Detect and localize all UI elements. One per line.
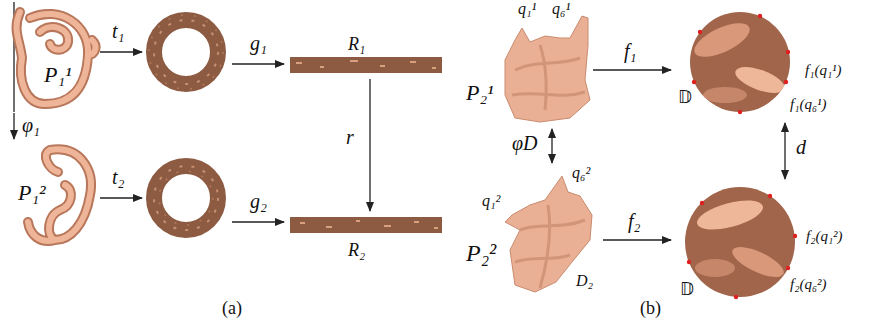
band-fill <box>290 217 442 233</box>
figure-node: 𝔻f₁(q₁¹) f₁(q₆¹) <box>672 0 872 122</box>
boundary-point <box>758 14 762 18</box>
boundary-point <box>700 201 704 205</box>
annulus-texture <box>154 166 218 230</box>
disk-texture <box>694 195 766 236</box>
node-label: P₂² <box>466 240 496 268</box>
disk-texture <box>690 16 755 63</box>
surface-fill <box>505 16 590 122</box>
tube-fill <box>17 12 96 104</box>
surface-shading <box>515 205 585 288</box>
map-arrow <box>593 69 671 70</box>
map-arrow <box>13 113 14 139</box>
edge-label: f₂ <box>628 210 641 233</box>
annulus-texture <box>159 171 213 225</box>
node-label: R₁ <box>348 34 365 55</box>
map-arrow <box>100 197 142 198</box>
figure-label: g₂ <box>250 190 267 213</box>
annulus-ring <box>154 20 218 84</box>
node-label: 𝔻 <box>678 88 692 108</box>
edge-label: φ₁ <box>22 114 40 137</box>
edge-label: d <box>796 136 806 159</box>
surface-p11 <box>17 12 96 104</box>
band <box>290 57 442 73</box>
band <box>290 217 442 233</box>
figure-node: R₂ <box>286 212 446 268</box>
disk-fill <box>685 187 795 297</box>
figure-label: (a) <box>222 298 242 319</box>
node-label: 𝔻 <box>680 280 694 300</box>
annulus <box>149 15 223 89</box>
disk-texture <box>695 259 735 277</box>
boundary-point <box>687 260 691 264</box>
surface-p21 <box>505 16 590 122</box>
tube-outline <box>17 12 96 104</box>
node-label: R₂ <box>348 240 365 261</box>
figure-label: g₁ <box>250 32 267 55</box>
figure-node: q₁¹ q₆¹ P₂¹ <box>462 0 592 128</box>
map-arrow <box>784 123 785 179</box>
band-texture <box>296 61 436 68</box>
map-arrow <box>369 79 370 211</box>
figure-label: (b) <box>640 298 661 319</box>
edge-label: r <box>346 126 354 149</box>
edge-label: φD <box>512 132 538 155</box>
node-label: f₁(q₁¹) <box>805 62 842 79</box>
boundary-point <box>738 110 742 114</box>
disk-fill <box>690 12 790 112</box>
boundary-point <box>793 234 797 238</box>
map-arrow <box>232 221 284 222</box>
edge-label: f₁ <box>624 40 637 63</box>
band-fill <box>290 57 442 73</box>
node-label: q₁¹ <box>518 0 536 18</box>
map-arrow <box>232 63 284 64</box>
node-label: P₂¹ <box>466 80 494 105</box>
boundary-point <box>786 266 790 270</box>
node-label: f₂(q₁²) <box>806 228 843 245</box>
node-label: f₂(q₆²) <box>790 276 827 293</box>
node-label: f₁(q₆¹) <box>790 96 827 113</box>
surface-shading <box>512 45 585 110</box>
boundary-point <box>784 80 788 84</box>
node-label: D₂ <box>576 272 593 290</box>
figure-node: q₆² q₁² P₂² D₂ <box>462 164 602 296</box>
figure-node: P₁¹ <box>4 0 104 112</box>
boundary-point <box>786 50 790 54</box>
map-arrow <box>603 239 671 240</box>
map-arrow <box>551 129 552 163</box>
band-texture <box>300 221 438 228</box>
annulus-texture <box>149 15 223 89</box>
figure-node: P₁² <box>4 140 104 248</box>
boundary-point <box>768 194 772 198</box>
figure-node: R₁ <box>286 32 446 78</box>
disk-texture <box>703 87 747 103</box>
figure-node: 𝔻f₂(q₁²) f₂(q₆²) <box>672 180 872 320</box>
boundary-point <box>698 30 702 34</box>
annulus-ring <box>154 166 218 230</box>
node-label: q₁² <box>482 192 500 210</box>
disk <box>685 187 797 299</box>
annulus <box>154 166 218 230</box>
boundary-point <box>692 80 696 84</box>
figure-label: t₁ <box>112 20 125 43</box>
disk-texture <box>728 241 787 283</box>
map-arrow <box>100 51 142 52</box>
node-label: q₆² <box>572 164 590 182</box>
node-label: P₁² <box>18 180 46 205</box>
node-label: q₆¹ <box>552 0 570 18</box>
disk <box>690 12 790 114</box>
annulus-texture <box>154 20 218 84</box>
node-label: P₁¹ <box>44 62 72 87</box>
boundary-point <box>734 295 738 299</box>
figure-label: t₂ <box>112 166 125 189</box>
